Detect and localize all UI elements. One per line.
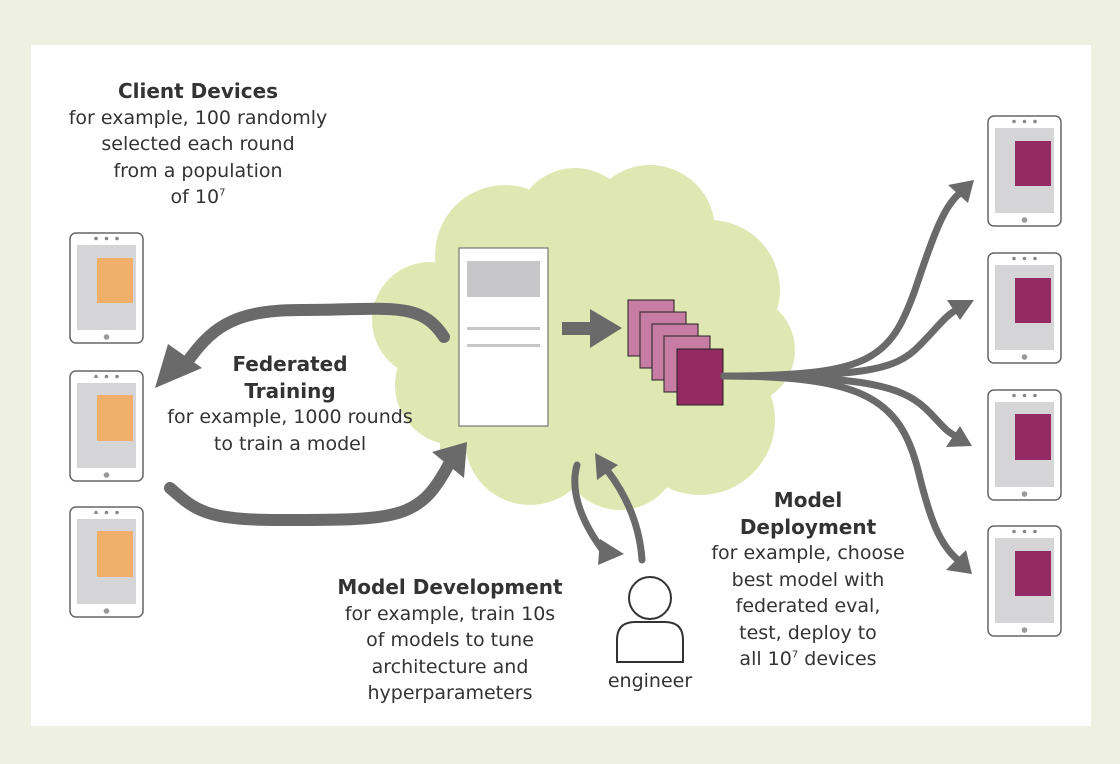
deployed-device-1 — [987, 115, 1062, 227]
client-devices-exponent: 7 — [219, 187, 226, 199]
federated-training-line-2: to train a model — [213, 432, 367, 455]
client-devices-population-text: of 10 — [170, 186, 220, 208]
arrow-head-deploy-1 — [948, 180, 974, 203]
client-devices-line-2: selected each round — [101, 133, 295, 155]
federated-training-label: Federated Training for example, 1000 rou… — [140, 351, 440, 457]
client-devices-line-4: of 107 — [48, 184, 348, 211]
arrow-head-to-server — [432, 442, 467, 478]
client-device-1 — [69, 232, 144, 344]
arrow-to-models — [562, 309, 622, 348]
client-model-icon — [97, 531, 133, 577]
model-development-line-4: hyperparameters — [367, 682, 533, 704]
federated-training-title-1: Federated — [232, 352, 348, 376]
model-deployment-title-1: Model — [773, 488, 843, 512]
client-device-2 — [69, 370, 144, 482]
model-deployment-line-2: best model with — [731, 568, 885, 591]
model-deployment-label: Model Deployment for example, choose bes… — [678, 487, 938, 673]
deployed-device-2 — [987, 252, 1062, 364]
client-devices-label: Client Devices for example, 100 randomly… — [48, 78, 348, 211]
model-deployment-exponent: 7 — [791, 649, 799, 661]
deployed-model-icon — [1015, 551, 1051, 596]
federated-training-title-2: Training — [244, 378, 336, 403]
model-deployment-devices-text: devices — [798, 648, 877, 670]
arrow-head-to-clients — [155, 344, 202, 388]
federated-training-line-1: for example, 1000 rounds — [167, 406, 413, 428]
model-deployment-line-3: federated eval, — [735, 595, 881, 617]
client-devices-title: Client Devices — [117, 79, 279, 103]
deployed-device-3 — [987, 389, 1062, 501]
deployed-model-icon — [1015, 278, 1051, 323]
client-model-icon — [97, 258, 133, 303]
model-deployment-line-1: for example, choose — [711, 542, 905, 564]
arrow-head-deploy-4 — [946, 550, 972, 574]
model-development-line-1: for example, train 10s — [344, 602, 556, 625]
model-deployment-title-2: Deployment — [739, 514, 877, 539]
client-model-icon — [97, 395, 133, 441]
engineer-label: engineer — [607, 670, 693, 692]
arrow-head-to-cloud — [595, 453, 618, 480]
client-device-3 — [69, 506, 144, 618]
federated-training-arrows — [164, 302, 456, 527]
deployed-model-icon — [1015, 141, 1051, 186]
arrow-head-deploy-3 — [946, 426, 972, 447]
client-devices-line-3: from a population — [113, 159, 283, 182]
model-stack-icon — [627, 299, 724, 406]
model-deployment-line-5: all 107 devices — [678, 646, 938, 673]
model-development-arrows — [571, 461, 646, 564]
server-document-icon — [458, 247, 549, 427]
model-development-line-3: architecture and — [371, 655, 529, 678]
arrow-head-deploy-2 — [947, 300, 974, 320]
model-deployment-all-text: all 10 — [739, 648, 792, 670]
deployed-device-4 — [987, 525, 1062, 637]
client-devices-line-1: for example, 100 randomly — [68, 106, 328, 129]
arrow-head-to-engineer — [598, 539, 624, 565]
model-development-line-2: of models to tune — [366, 629, 534, 651]
deployed-model-icon — [1015, 414, 1051, 460]
model-deployment-line-4: test, deploy to — [739, 621, 877, 644]
cloud-shape — [372, 165, 795, 510]
model-development-title: Model Development — [337, 575, 563, 599]
model-development-label: Model Development for example, train 10s… — [300, 574, 600, 707]
deployment-arrows — [720, 189, 964, 564]
engineer-icon — [616, 576, 684, 663]
